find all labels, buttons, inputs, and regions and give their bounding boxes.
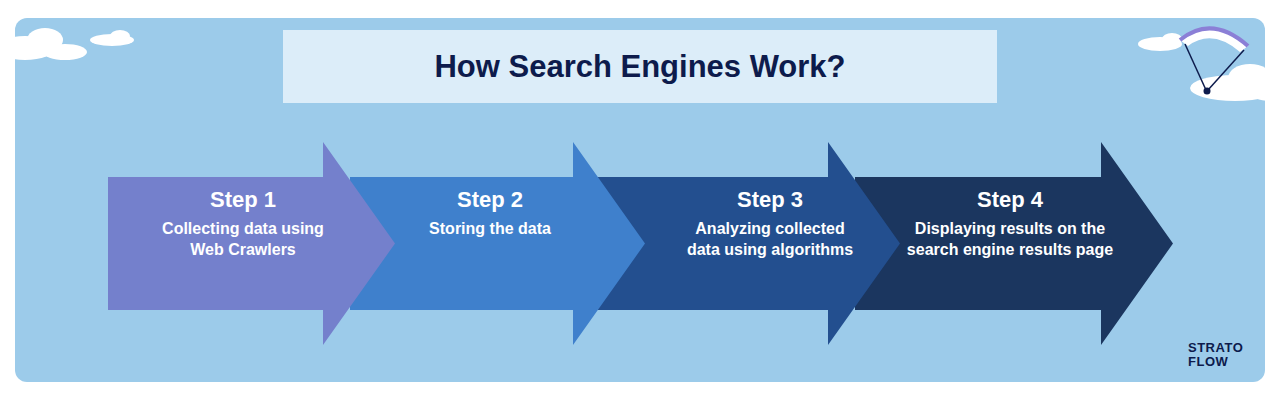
step-number: Step 1 (210, 187, 276, 213)
step-texts: Step 1 Collecting data using Web Crawlers (150, 187, 336, 261)
step-number: Step 4 (977, 187, 1043, 213)
step-arrow: Step 4 Displaying results on the search e… (855, 142, 1173, 345)
step-description: Storing the data (429, 219, 551, 240)
step-texts: Step 3 Analyzing collected data using alg… (678, 187, 862, 261)
logo-text: STRATO FLOW (1188, 341, 1250, 368)
title-box: How Search Engines Work? (283, 30, 997, 103)
paraglider (1180, 28, 1248, 94)
background-panel (15, 18, 1265, 382)
step-texts: Step 2 Storing the data (398, 187, 582, 240)
step-arrow: Step 1 Collecting data using Web Crawlers (108, 142, 395, 345)
step-number: Step 3 (737, 187, 803, 213)
step-description: Collecting data using Web Crawlers (150, 219, 336, 261)
logo-label: STRATO FLOW (1188, 341, 1250, 368)
title: How Search Engines Work? (434, 49, 845, 85)
step-description: Displaying results on the search engine … (897, 219, 1123, 261)
step-texts: Step 4 Displaying results on the search e… (897, 187, 1123, 261)
step-number: Step 2 (457, 187, 523, 213)
step-description: Analyzing collected data using algorithm… (678, 219, 862, 261)
